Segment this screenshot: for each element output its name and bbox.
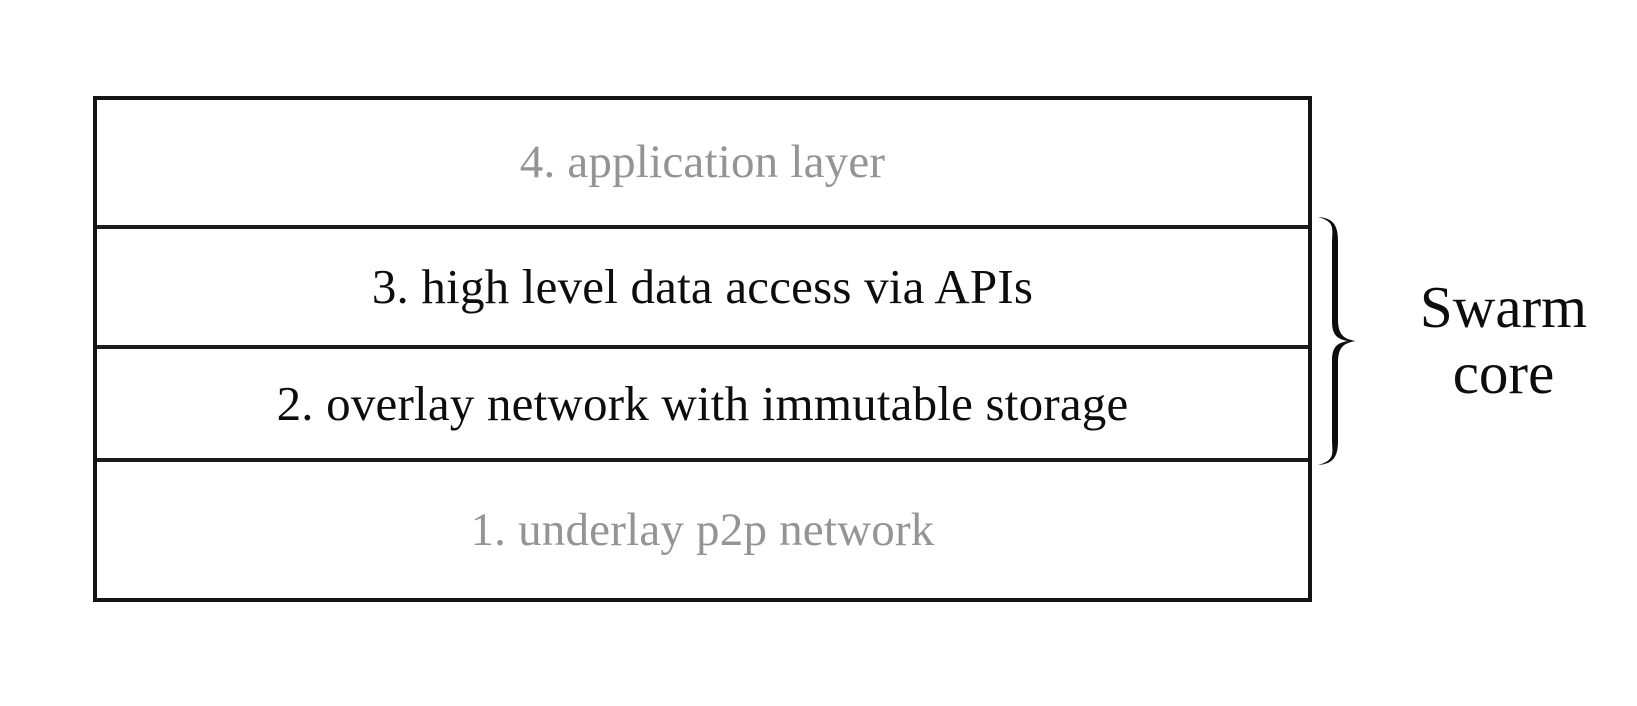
layer-row-4-application: 4. application layer	[97, 100, 1308, 225]
layer-row-2-overlay-network: 2. overlay network with immutable storag…	[97, 345, 1308, 459]
layer-row-1-underlay-network: 1. underlay p2p network	[97, 458, 1308, 598]
layer-2-label: 2. overlay network with immutable storag…	[276, 376, 1129, 432]
swarm-core-label-line-2: core	[1452, 340, 1555, 406]
layer-1-label: 1. underlay p2p network	[470, 503, 935, 556]
layer-4-label: 4. application layer	[519, 135, 886, 188]
layer-stack: 4. application layer 3. high level data …	[93, 96, 1312, 602]
layer-3-label: 3. high level data access via APIs	[371, 259, 1034, 315]
layer-row-3-data-access: 3. high level data access via APIs	[97, 224, 1308, 346]
swarm-core-label-line-1: Swarm	[1419, 274, 1588, 341]
swarm-core-label: Swarm core	[1364, 276, 1637, 405]
swarm-core-annotation: Swarm core	[1312, 215, 1637, 467]
right-curly-brace-icon	[1312, 215, 1364, 467]
